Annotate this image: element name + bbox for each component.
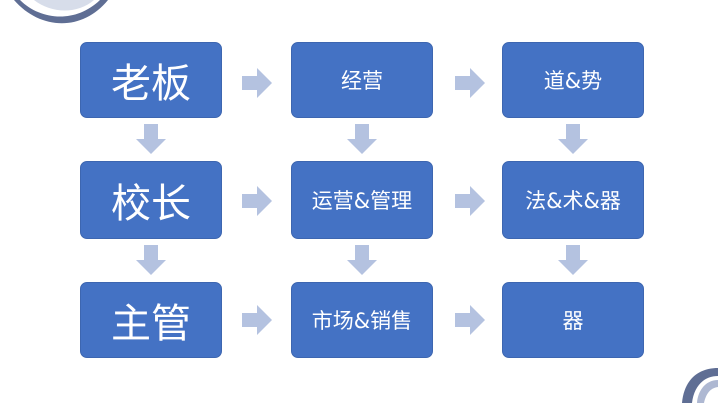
node-operations-management: 运营&管理 [291, 161, 433, 239]
arrow-right-r1-c2 [455, 68, 485, 98]
node-marketing-sales-label: 市场&销售 [311, 309, 413, 333]
arrow-down-c2-r1 [347, 124, 377, 154]
corner-swoosh-top-left [14, 0, 108, 24]
node-fa-shu-qi: 法&术&器 [502, 161, 644, 239]
node-operations-management-label: 运营&管理 [311, 189, 413, 213]
arrow-right-r1-c1 [242, 68, 272, 98]
arrow-down-c3-r1 [558, 124, 588, 154]
node-operation: 经营 [291, 42, 433, 118]
corner-swoosh-bottom-right [682, 368, 718, 403]
node-dao-shi-label: 道&势 [543, 69, 603, 93]
arrow-down-c1-r2 [136, 245, 166, 275]
arrow-right-r3-c2 [455, 305, 485, 335]
node-principal-label: 校长 [111, 181, 191, 227]
node-boss-label: 老板 [111, 61, 191, 107]
node-marketing-sales: 市场&销售 [291, 282, 433, 358]
node-dao-shi: 道&势 [502, 42, 644, 118]
node-principal: 校长 [80, 161, 222, 239]
arrow-right-r2-c1 [242, 186, 272, 216]
arrow-right-r3-c1 [242, 305, 272, 335]
arrow-down-c2-r2 [347, 245, 377, 275]
node-fa-shu-qi-label: 法&术&器 [525, 189, 621, 213]
node-qi: 器 [502, 282, 644, 358]
node-boss: 老板 [80, 42, 222, 118]
node-operation-label: 经营 [341, 69, 383, 93]
arrow-down-c3-r2 [558, 245, 588, 275]
arrow-right-r2-c2 [455, 186, 485, 216]
node-supervisor-label: 主管 [111, 301, 191, 347]
node-qi-label: 器 [562, 309, 584, 333]
node-supervisor: 主管 [80, 282, 222, 358]
arrow-down-c1-r1 [136, 124, 166, 154]
